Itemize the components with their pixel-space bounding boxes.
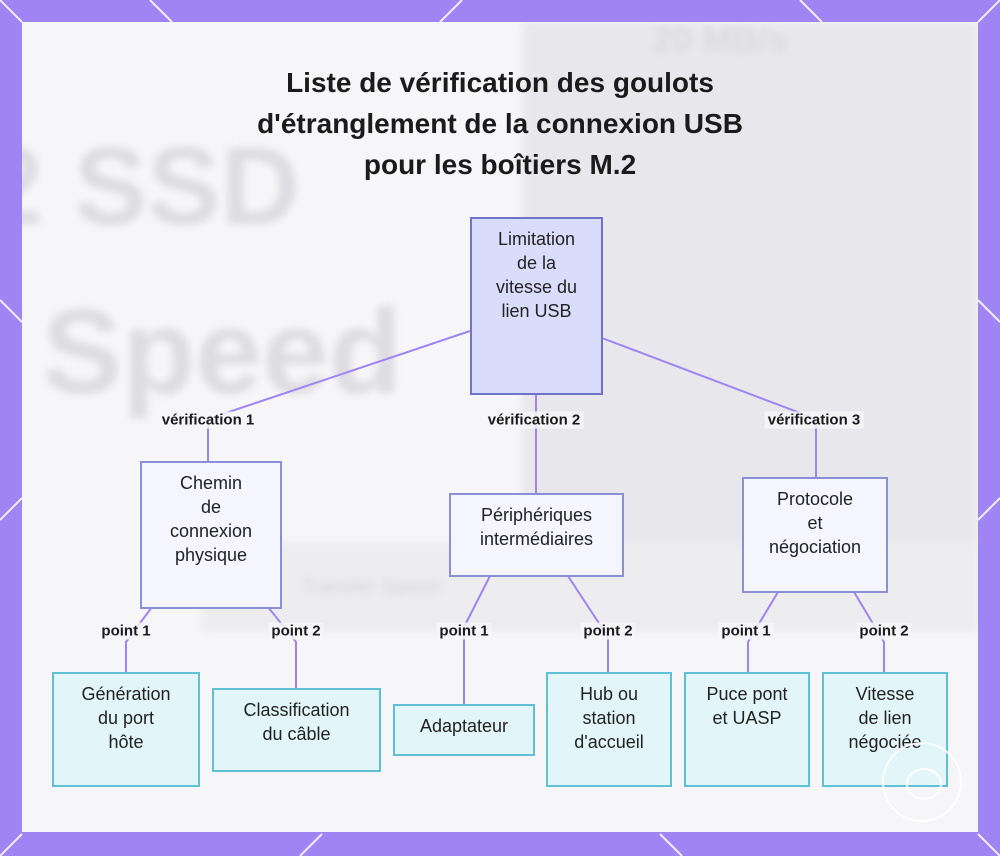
edge-label-verification-3: vérification 3	[764, 411, 864, 429]
edge-label-point-1: point 1	[718, 622, 774, 640]
node-text-line: négociation	[768, 537, 862, 557]
title-line: pour les boîtiers M.2	[363, 149, 637, 180]
edge-label-point-2: point 2	[268, 622, 324, 640]
node-text-line: vitesse du	[495, 277, 578, 297]
node-text-line: lien USB	[501, 301, 572, 321]
edge-label-point-1: point 1	[98, 622, 154, 640]
node-text-line: Chemin	[179, 473, 242, 493]
diagram-title: Liste de vérification des goulots d'étra…	[172, 62, 828, 185]
edge-chemin-generation	[125, 606, 153, 673]
diagram-card: 2 SSD Speed Transfer Speed 20 MB/s Liste…	[22, 22, 978, 832]
node-text-line: du port	[97, 708, 155, 728]
edge-label-verification-1: vérification 1	[158, 411, 258, 429]
node-text-line: Adaptateur	[419, 716, 509, 736]
node-text-line: de	[200, 497, 221, 517]
node-text-line: Périphériques	[480, 505, 593, 525]
node-text-line: Hub ou	[579, 684, 639, 704]
node-text-line: Protocole	[776, 489, 854, 509]
edge-label-point-2: point 2	[580, 622, 636, 640]
node-puce-pont: Puce pont et UASP	[684, 672, 810, 787]
node-text-line: Génération	[81, 684, 171, 704]
edge-chemin-classification	[267, 606, 297, 689]
watermark-logo-icon	[882, 742, 962, 822]
edge-label-verification-2: vérification 2	[484, 411, 584, 429]
node-text-line: intermédiaires	[479, 529, 594, 549]
node-text-line: et	[807, 513, 823, 533]
node-text-line: de la	[516, 253, 557, 273]
node-root-limitation: Limitation de la vitesse du lien USB	[470, 217, 603, 395]
node-text-line: station	[582, 708, 636, 728]
background-word-mbs: 20 MB/s	[652, 22, 789, 60]
node-text-line: et UASP	[712, 708, 782, 728]
node-text-line: du câble	[262, 724, 331, 744]
node-adaptateur: Adaptateur	[393, 704, 535, 756]
node-chemin-connexion: Chemin de connexion physique	[140, 461, 282, 609]
node-text-line: Puce pont	[706, 684, 788, 704]
node-generation-port: Génération du port hôte	[52, 672, 200, 787]
node-classification-cable: Classification du câble	[212, 688, 381, 772]
node-text-line: Classification	[243, 700, 350, 720]
node-text-line: physique	[174, 545, 248, 565]
node-peripheriques: Périphériques intermédiaires	[449, 493, 624, 577]
edge-label-point-1: point 1	[436, 622, 492, 640]
title-line: d'étranglement de la connexion USB	[257, 108, 743, 139]
edge-proto-vitesse	[853, 591, 885, 673]
node-text-line: hôte	[108, 732, 144, 752]
background-word-speed: Speed	[42, 285, 403, 419]
node-text-line: d'accueil	[574, 732, 644, 752]
node-text-line: Vitesse	[855, 684, 915, 704]
title-line: Liste de vérification des goulots	[286, 67, 714, 98]
node-text-line: connexion	[169, 521, 253, 541]
edge-proto-puce	[747, 591, 779, 673]
edge-root-protocole	[601, 337, 817, 477]
edge-periph-adaptateur	[463, 575, 491, 705]
background-word-transfer: Transfer Speed	[302, 576, 440, 598]
node-text-line: Limitation	[497, 229, 576, 249]
node-text-line: de lien	[858, 708, 912, 728]
background-word-ssd: 2 SSD	[22, 125, 300, 248]
node-hub-station: Hub ou station d'accueil	[546, 672, 672, 787]
edge-root-chemin	[207, 330, 471, 462]
node-protocole: Protocole et négociation	[742, 477, 888, 593]
edge-label-point-2: point 2	[856, 622, 912, 640]
